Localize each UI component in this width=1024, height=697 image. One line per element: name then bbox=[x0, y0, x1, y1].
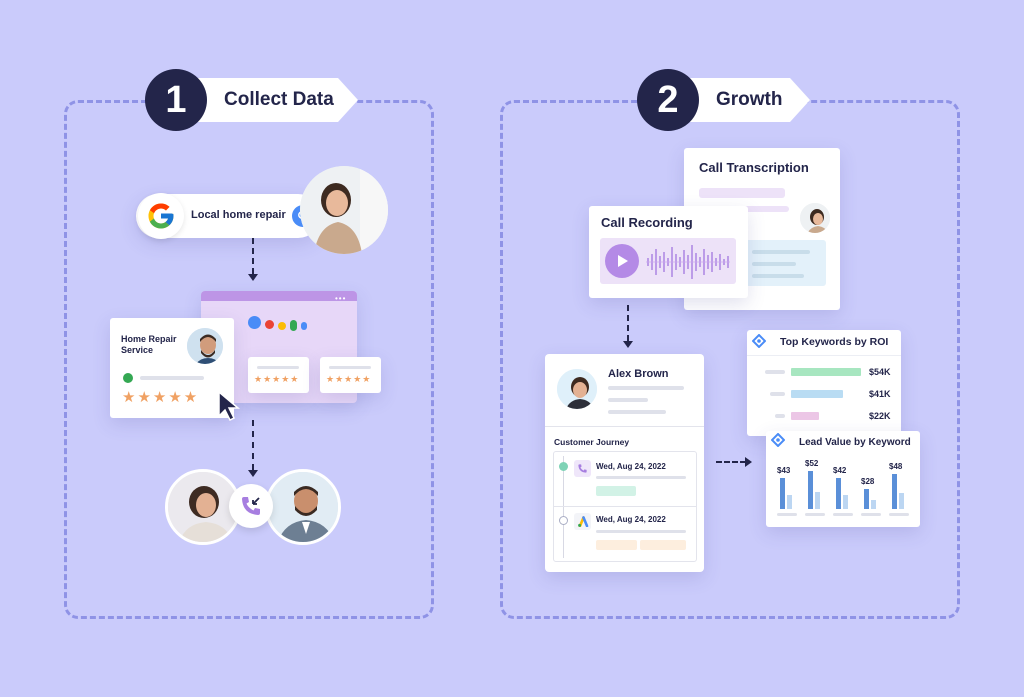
keyword-label-placeholder bbox=[775, 414, 785, 418]
window-dots-icon: ••• bbox=[335, 294, 347, 303]
flow-arrow-4 bbox=[716, 461, 746, 463]
step1-title: Collect Data bbox=[224, 89, 334, 110]
lead-value-axis-tick bbox=[889, 513, 909, 516]
lead-value-label: $52 bbox=[805, 459, 819, 468]
contact-avatar bbox=[554, 366, 600, 412]
lead-value-bar bbox=[780, 478, 785, 509]
step1-tag: Collect Data bbox=[198, 78, 358, 122]
lead-value-bar-secondary bbox=[871, 500, 876, 509]
contact-divider bbox=[545, 426, 704, 427]
lead-value-axis-tick bbox=[805, 513, 825, 516]
lead-value-label: $48 bbox=[889, 462, 903, 471]
google-ads-icon bbox=[574, 513, 591, 530]
google-dots-icon bbox=[248, 314, 312, 334]
call-event-icon bbox=[574, 460, 591, 477]
keyword-roi-bar bbox=[791, 390, 843, 398]
step1-badge: 1 bbox=[145, 69, 207, 131]
step2-tag: Growth bbox=[690, 78, 810, 122]
timeline-dot bbox=[559, 516, 568, 525]
google-icon bbox=[138, 193, 184, 239]
cursor-icon bbox=[217, 390, 243, 427]
searcher-avatar bbox=[300, 166, 388, 254]
keyword-roi-value: $54K bbox=[869, 367, 891, 377]
customer-journey-label: Customer Journey bbox=[554, 437, 630, 447]
step2-badge: 2 bbox=[637, 69, 699, 131]
transcript-avatar bbox=[797, 200, 833, 236]
event-tag-1 bbox=[596, 486, 636, 496]
lead-value-label: $43 bbox=[777, 466, 791, 475]
flow-arrow-3 bbox=[623, 305, 633, 348]
lead-value-bar bbox=[864, 489, 869, 509]
flow-arrow-1 bbox=[248, 238, 258, 281]
lead-value-bar bbox=[808, 471, 813, 509]
event-date-1: Wed, Aug 24, 2022 bbox=[596, 462, 666, 471]
business-avatar bbox=[265, 469, 341, 545]
keyword-label-placeholder bbox=[770, 392, 785, 396]
analytics-logo-icon-2 bbox=[770, 432, 786, 452]
waveform-icon bbox=[646, 243, 730, 286]
flow-arrow-2 bbox=[248, 420, 258, 477]
lead-value-bar bbox=[892, 474, 897, 509]
review-stars-2: ★★★★★ bbox=[326, 374, 372, 384]
listing-stars: ★★★★★ bbox=[122, 389, 200, 406]
call-recording-title: Call Recording bbox=[601, 215, 693, 230]
phone-incoming-icon bbox=[229, 484, 273, 528]
lead-value-axis-tick bbox=[833, 513, 853, 516]
lead-value-label: $28 bbox=[861, 477, 875, 486]
lead-value-bar-secondary bbox=[787, 495, 792, 509]
keyword-roi-bar bbox=[791, 412, 819, 420]
keyword-label-placeholder bbox=[765, 370, 785, 374]
lead-value-bar-secondary bbox=[843, 495, 848, 509]
keyword-roi-value: $41K bbox=[869, 389, 891, 399]
keyword-roi-bar bbox=[791, 368, 861, 376]
flow-arrowhead-4 bbox=[745, 457, 752, 467]
review-card-2 bbox=[320, 357, 381, 393]
business-name: Home Repair Service bbox=[121, 334, 177, 355]
lead-value-axis-tick bbox=[861, 513, 881, 516]
lead-value-bar-secondary bbox=[899, 493, 904, 509]
event-date-2: Wed, Aug 24, 2022 bbox=[596, 515, 666, 524]
search-query: Local home repair bbox=[191, 209, 286, 221]
play-icon[interactable] bbox=[605, 244, 639, 278]
lead-value-bar-secondary bbox=[815, 492, 820, 509]
lead-value-axis-tick bbox=[777, 513, 797, 516]
lead-value-title: Lead Value by Keyword bbox=[799, 437, 911, 448]
event-tag-2b bbox=[640, 540, 686, 550]
step2-title: Growth bbox=[716, 89, 783, 110]
timeline-line bbox=[563, 456, 564, 558]
lead-value-label: $42 bbox=[833, 466, 847, 475]
call-transcription-title: Call Transcription bbox=[699, 160, 809, 175]
business-owner-avatar bbox=[184, 325, 226, 367]
review-stars-1: ★★★★★ bbox=[254, 374, 300, 384]
timeline-dot-active bbox=[559, 462, 568, 471]
review-card-1 bbox=[248, 357, 309, 393]
top-keywords-card[interactable] bbox=[747, 330, 901, 436]
lead-value-bar bbox=[836, 478, 841, 509]
verified-dot-icon bbox=[123, 373, 133, 383]
analytics-logo-icon bbox=[751, 333, 767, 353]
keyword-roi-value: $22K bbox=[869, 411, 891, 421]
contact-name: Alex Brown bbox=[608, 368, 669, 380]
top-keywords-title: Top Keywords by ROI bbox=[780, 336, 889, 348]
event-tag-2a bbox=[596, 540, 637, 550]
